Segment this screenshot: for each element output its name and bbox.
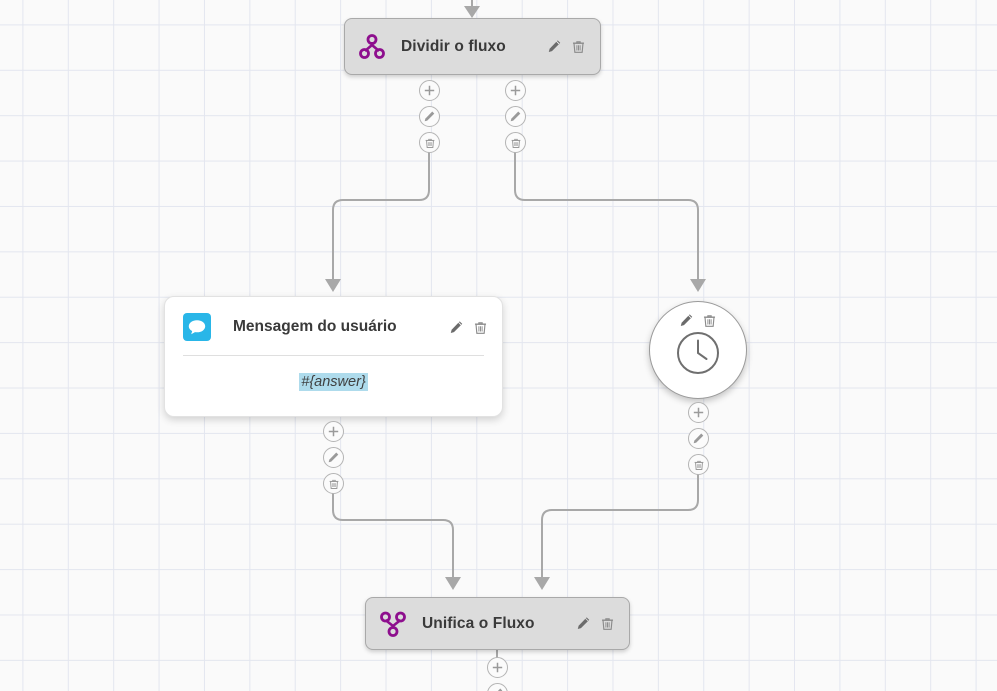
edit-icon xyxy=(693,433,704,444)
arrow-split-right-to-delay xyxy=(690,279,706,292)
merge-branch-icon xyxy=(380,611,406,637)
edge-split-left-to-message xyxy=(332,152,430,280)
node-split-title-wrap: Dividir o fluxo xyxy=(401,38,506,56)
node-merge-title-wrap: Unifica o Fluxo xyxy=(422,615,535,633)
edit-connector-button[interactable] xyxy=(419,106,440,127)
delete-icon[interactable] xyxy=(571,39,586,54)
edge-delay-to-merge xyxy=(541,474,699,578)
node-delay-tools xyxy=(679,313,717,328)
edit-icon[interactable] xyxy=(576,616,591,631)
node-delay[interactable] xyxy=(649,301,747,399)
add-icon xyxy=(424,85,435,96)
edit-icon[interactable] xyxy=(679,313,694,328)
node-user-message-body: #{answer} xyxy=(165,356,502,416)
edit-connector-button[interactable] xyxy=(323,447,344,468)
arrow-split-left-to-message xyxy=(325,279,341,292)
edit-connector-button[interactable] xyxy=(688,428,709,449)
add-icon xyxy=(693,407,704,418)
edit-icon xyxy=(497,688,503,691)
speech-bubble-icon xyxy=(183,313,211,341)
delete-icon xyxy=(694,460,703,470)
node-user-message-tools xyxy=(449,320,488,335)
add-icon xyxy=(510,85,521,96)
add-icon xyxy=(492,662,503,673)
add-icon xyxy=(328,426,339,437)
edit-icon[interactable] xyxy=(547,39,562,54)
answer-variable-token[interactable]: #{answer} xyxy=(299,373,368,391)
edit-icon xyxy=(510,111,521,122)
edit-connector-button[interactable] xyxy=(487,683,508,691)
delete-icon[interactable] xyxy=(600,616,615,631)
delete-icon xyxy=(425,138,434,148)
edit-icon xyxy=(424,111,435,122)
node-split-tools xyxy=(547,39,586,54)
delete-icon[interactable] xyxy=(702,313,717,328)
delete-connector-button[interactable] xyxy=(505,132,526,153)
delete-connector-button[interactable] xyxy=(688,454,709,475)
arrow-incoming-to-split xyxy=(464,6,480,18)
node-user-message[interactable]: Mensagem do usuário #{answer} xyxy=(164,296,503,417)
node-user-message-title: Mensagem do usuário xyxy=(233,318,397,335)
edit-icon[interactable] xyxy=(449,320,464,335)
add-connector-button[interactable] xyxy=(505,80,526,101)
node-user-message-header: Mensagem do usuário xyxy=(165,297,502,341)
connector-controls-split-right[interactable] xyxy=(505,80,526,158)
add-connector-button[interactable] xyxy=(487,657,508,678)
edge-message-to-merge xyxy=(332,493,454,578)
connector-controls-merge-out[interactable] xyxy=(487,657,508,691)
card-divider xyxy=(183,355,484,356)
node-merge-title: Unifica o Fluxo xyxy=(422,614,535,632)
node-merge-tools xyxy=(576,616,615,631)
add-connector-button[interactable] xyxy=(419,80,440,101)
split-branch-icon xyxy=(359,33,385,59)
add-connector-button[interactable] xyxy=(688,402,709,423)
node-user-message-title-wrap: Mensagem do usuário xyxy=(233,318,397,336)
connector-controls-delay-out[interactable] xyxy=(688,402,709,480)
arrow-message-to-merge xyxy=(445,577,461,590)
clock-icon xyxy=(677,332,719,374)
add-connector-button[interactable] xyxy=(323,421,344,442)
node-split-title: Dividir o fluxo xyxy=(401,37,506,55)
edit-icon xyxy=(328,452,339,463)
edge-split-right-to-delay xyxy=(514,152,699,280)
delete-connector-button[interactable] xyxy=(419,132,440,153)
arrow-delay-to-merge xyxy=(534,577,550,590)
node-split[interactable]: Dividir o fluxo xyxy=(344,18,601,75)
connector-controls-split-left[interactable] xyxy=(419,80,440,158)
node-merge[interactable]: Unifica o Fluxo xyxy=(365,597,630,650)
delete-icon[interactable] xyxy=(473,320,488,335)
delete-connector-button[interactable] xyxy=(323,473,344,494)
delete-icon xyxy=(511,138,520,148)
delete-icon xyxy=(329,479,338,489)
connector-controls-message-out[interactable] xyxy=(323,421,344,499)
edit-connector-button[interactable] xyxy=(505,106,526,127)
